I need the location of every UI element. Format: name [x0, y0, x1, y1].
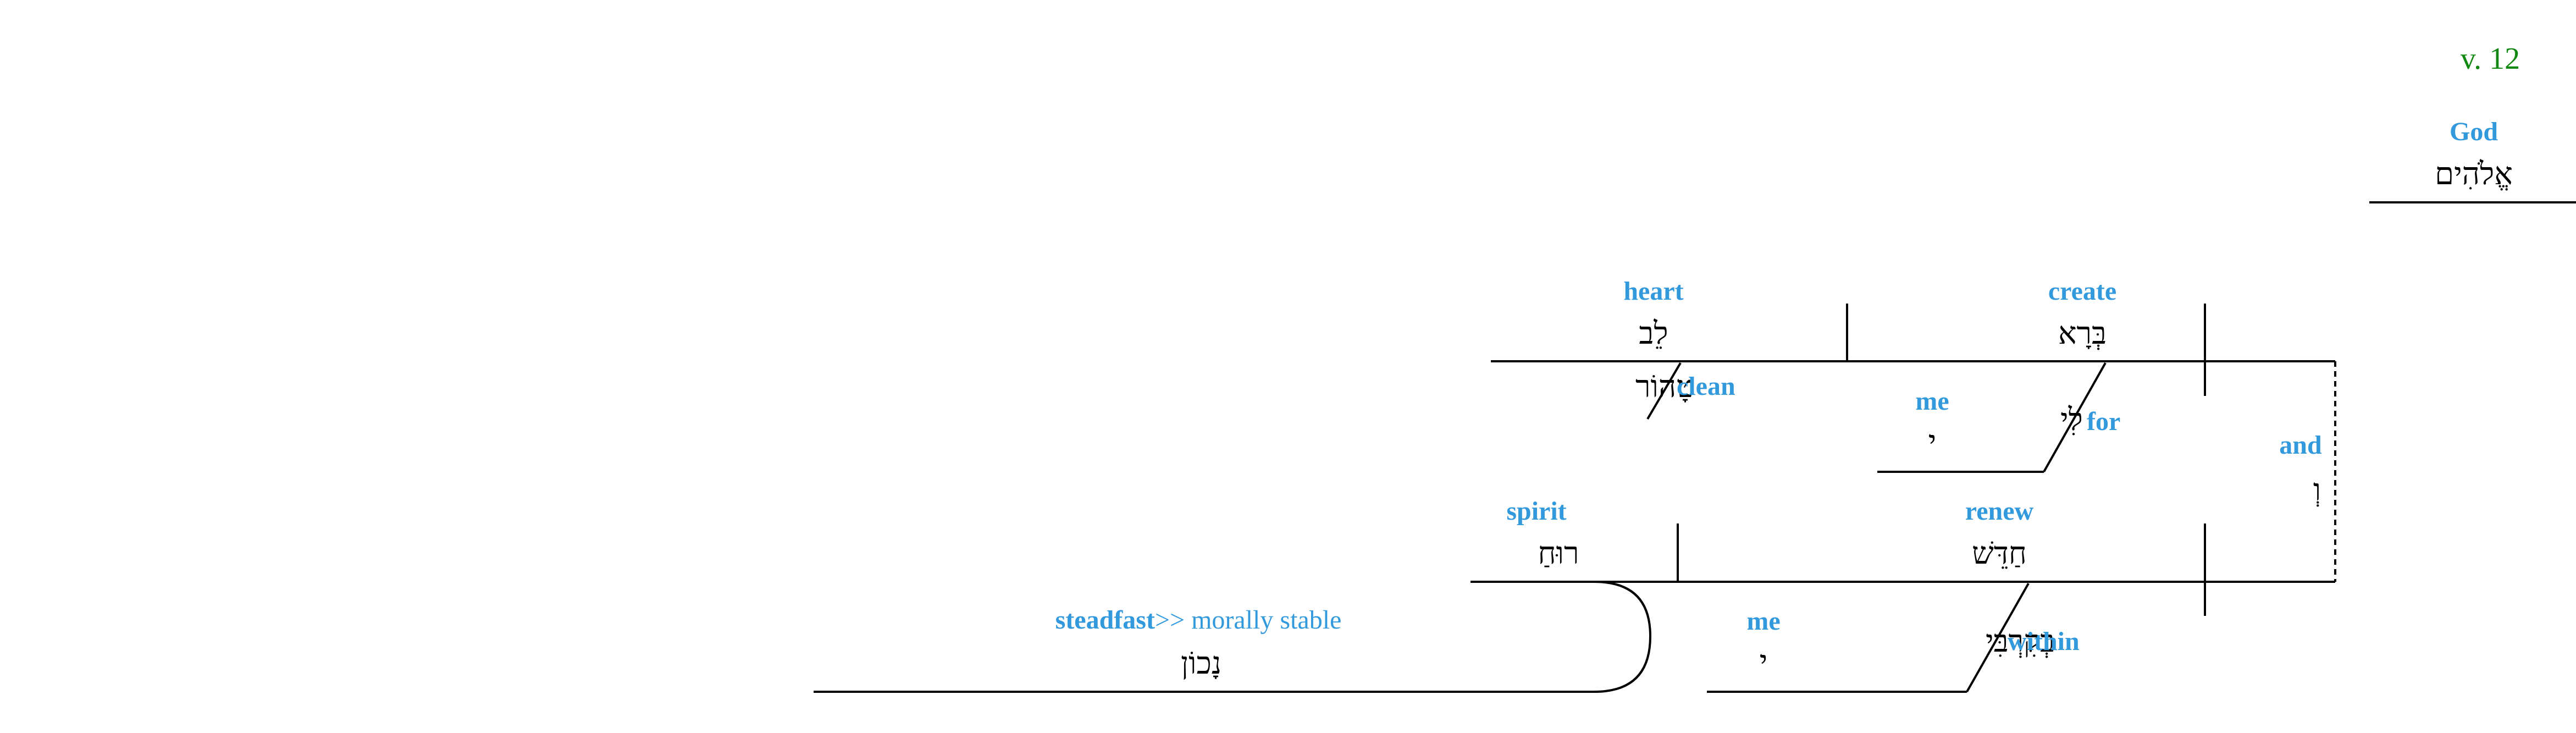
clause2-object-english: spirit — [1506, 497, 1566, 526]
clause2-complement-hebrew: נָכוֹן — [1181, 647, 1221, 681]
clause2-prep-object-english: me — [1746, 607, 1780, 636]
clause1-object-hebrew: לֵב — [1639, 317, 1668, 351]
verse-label: v. 12 — [2461, 42, 2520, 76]
clause2-complement-label: steadfast>> morally stable — [1055, 605, 1342, 635]
clause2-prep-english: within — [2008, 627, 2080, 656]
clause2-complement-curve — [1594, 581, 1652, 693]
clause2-complement-note: >> morally stable — [1155, 605, 1341, 635]
clause1-modifier-line — [1646, 362, 1682, 420]
clause2-prep-hebrew: בְּקִרְבִּי — [1986, 625, 2055, 659]
clause1-verb-hebrew: בְּרָא — [2058, 317, 2107, 351]
subject-english: God — [2450, 117, 2498, 146]
clause2-verb-hebrew: חַדֵּשׁ — [1972, 537, 2027, 571]
clause2-prep-slant — [1966, 583, 2030, 692]
clause1-prep-object-english: me — [1915, 387, 1949, 416]
clause1-modifier-english: clean — [1677, 372, 1735, 401]
clause2-complement-english: steadfast — [1055, 605, 1155, 635]
clause1-modifier-hebrew: טָהוֹר — [1635, 370, 1695, 404]
clause1-object-english: heart — [1623, 277, 1683, 306]
clause2-prep-object-hebrew: י — [1760, 645, 1768, 679]
clause1-prep-hebrew: לִי — [2060, 403, 2083, 437]
clause2-verb-english: renew — [1965, 497, 2034, 526]
clause2-object-hebrew: רוּחַ — [1538, 537, 1579, 571]
clause1-verb-english: create — [2048, 277, 2116, 306]
conjunction-hebrew: וְ — [2313, 473, 2321, 508]
clause1-prep-object-hebrew: י — [1928, 425, 1937, 459]
clause1-prep-slant — [2043, 362, 2107, 472]
conjunction-english: and — [2279, 431, 2322, 460]
clause1-prep-english: for — [2087, 407, 2120, 436]
subject-hebrew: אֱלֹהִים — [2435, 157, 2513, 191]
